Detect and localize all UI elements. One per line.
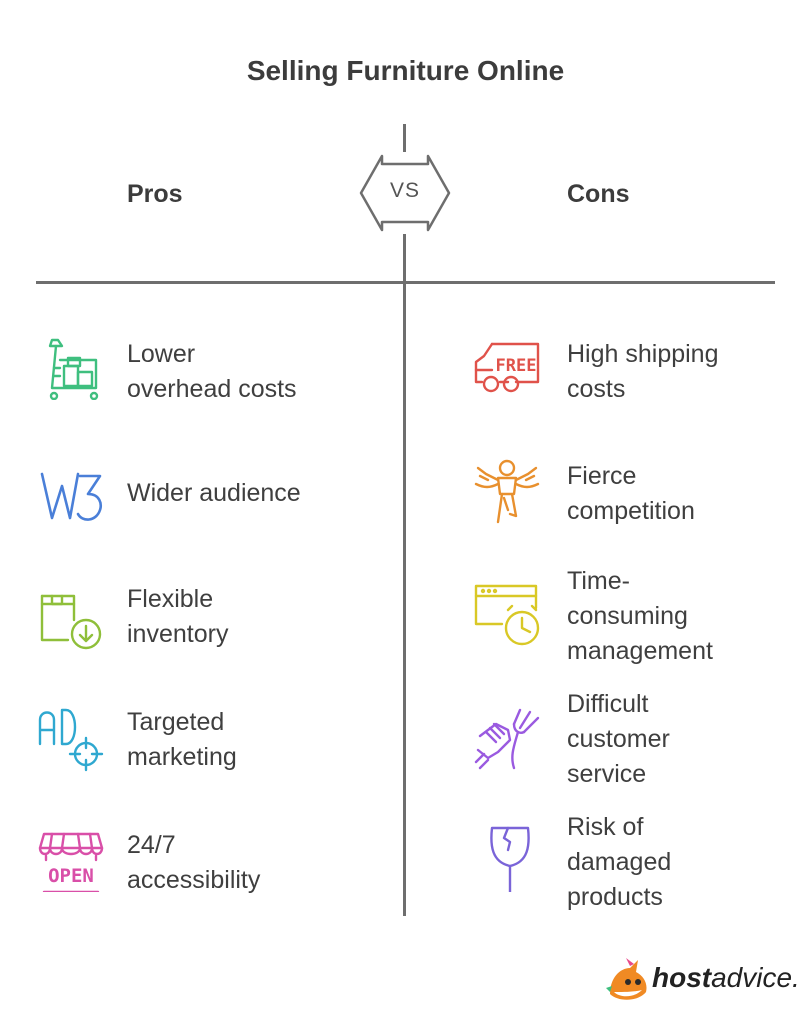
inventory-box-icon: [38, 586, 104, 652]
con-item-1-text: High shipping costs: [567, 340, 719, 403]
fox-mascot-icon: [606, 958, 647, 1000]
pros-heading: Pros: [127, 180, 183, 208]
cons-heading: Cons: [567, 180, 630, 208]
pro-item-4-text: Targeted marketing: [127, 708, 237, 771]
open-store-icon: OPEN: [38, 826, 104, 892]
pro-item-5-text: 24/7 accessibility: [127, 831, 261, 894]
fighter-icon: [474, 458, 540, 524]
page-title: Selling Furniture Online: [246, 55, 565, 86]
free-delivery-truck-icon: FREE: [474, 340, 540, 406]
pro-item-3-text: Flexible inventory: [127, 585, 229, 648]
svg-text:OPEN: OPEN: [48, 865, 94, 887]
vs-label: VS: [389, 179, 420, 202]
broken-glass-icon: [478, 826, 544, 892]
brand-wordmark: hostadvice.: [652, 962, 800, 993]
vertical-divider: [403, 124, 406, 916]
shopping-cart-icon: [38, 334, 104, 400]
con-item-5-text: Risk of damaged products: [567, 813, 672, 911]
vs-badge: [359, 152, 451, 234]
ad-target-icon: [38, 706, 104, 772]
horizontal-divider: [36, 281, 775, 284]
pro-item-2-text: Wider audience: [127, 479, 301, 507]
svg-text:FREE: FREE: [496, 356, 537, 376]
con-item-2-text: Fierce competition: [567, 462, 695, 525]
con-item-4-text: Difficult customer service: [567, 690, 670, 788]
w3-icon: [38, 464, 104, 530]
browser-clock-icon: [474, 582, 540, 648]
hand-fork-icon: [474, 706, 540, 772]
pro-item-1-text: Lower overhead costs: [127, 340, 297, 403]
con-item-3-text: Time- consuming management: [567, 567, 713, 665]
